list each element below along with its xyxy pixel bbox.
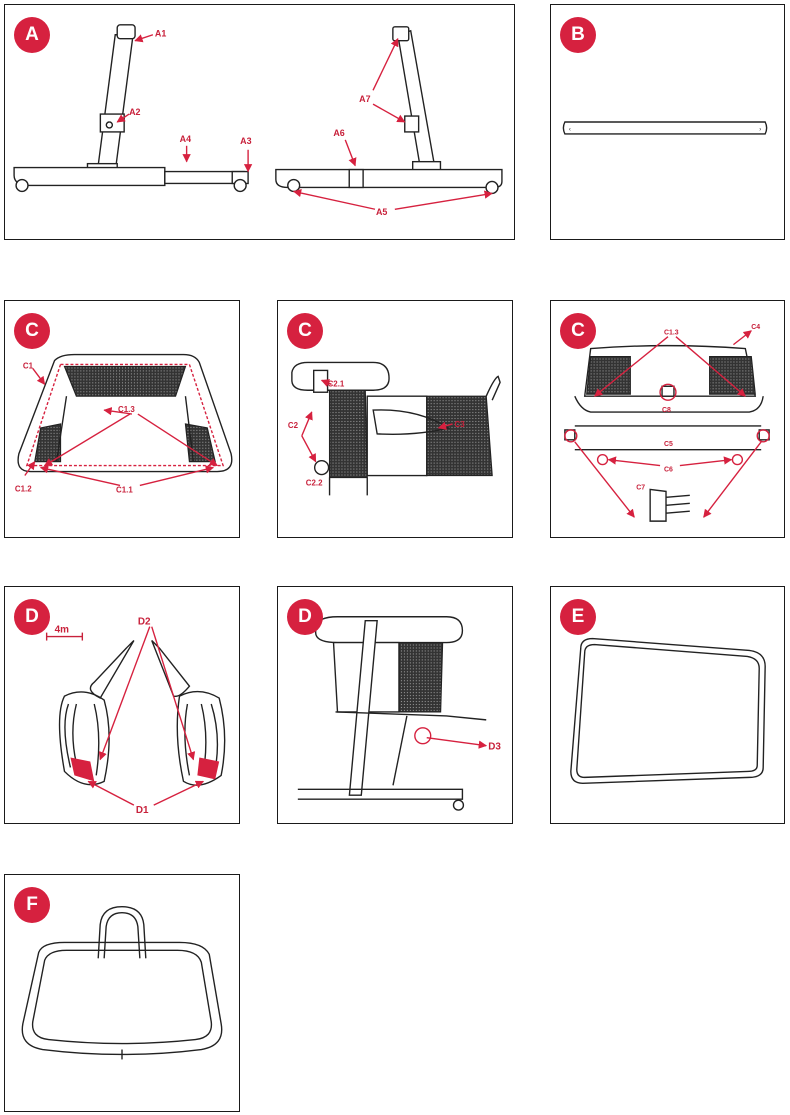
panel-c-top: C1.3 C4 C5 C6 C7 C8 C	[550, 300, 785, 538]
label-a6: A6	[333, 128, 344, 138]
badge-e: E	[560, 599, 596, 635]
panel-f: F	[4, 874, 240, 1112]
label-a5: A5	[376, 207, 387, 217]
badge-d-straps: D	[14, 599, 50, 635]
panel-d-attach-drawing: D3	[297, 616, 501, 811]
svg-text:›: ›	[759, 127, 761, 133]
panel-c-frame-drawing: C1 C1.1 C1.2 C1.3	[15, 353, 233, 494]
label-c2-1: C2.1	[328, 379, 345, 388]
badge-d-attach: D	[287, 599, 323, 635]
label-c1-3-top: C1.3	[664, 330, 679, 337]
label-c1: C1	[23, 361, 34, 370]
label-a4: A4	[180, 134, 191, 144]
label-c3: C3	[454, 420, 465, 429]
panel-c-frame: C1 C1.1 C1.2 C1.3 C	[4, 300, 240, 538]
panel-c-side: C2.1 C2 C2.2 C3 C	[277, 300, 513, 538]
label-a7: A7	[359, 94, 370, 104]
panel-e-drawing	[570, 637, 766, 785]
badge-b: B	[560, 17, 596, 53]
panel-d-straps: 4m D2 D1 D	[4, 586, 240, 824]
label-c5: C5	[664, 441, 673, 448]
label-a2: A2	[129, 107, 140, 117]
label-a3: A3	[240, 136, 251, 146]
badge-c-side: C	[287, 313, 323, 349]
label-scale: 4m	[55, 625, 70, 636]
svg-text:‹: ‹	[569, 127, 571, 133]
label-c1-3: C1.3	[118, 405, 135, 414]
panel-f-drawing	[21, 906, 223, 1060]
panel-a-drawing: A1 A2 A3 A4 A5 A6 A7	[13, 24, 503, 217]
label-c2: C2	[288, 421, 299, 430]
label-c4: C4	[751, 324, 760, 331]
label-d1: D1	[136, 805, 149, 816]
label-c2-2: C2.2	[306, 478, 323, 487]
panel-b-drawing: ‹ ›	[562, 121, 768, 135]
label-c1-2: C1.2	[15, 484, 32, 493]
badge-c-top: C	[560, 313, 596, 349]
panel-d-straps-drawing: 4m D2 D1	[45, 617, 226, 816]
label-d3: D3	[488, 742, 501, 753]
label-c7: C7	[636, 484, 645, 491]
label-c6: C6	[664, 467, 673, 474]
label-d2: D2	[138, 617, 151, 628]
badge-a: A	[14, 17, 50, 53]
panel-a: A1 A2 A3 A4 A5 A6 A7 A	[4, 4, 515, 240]
panel-c-top-drawing: C1.3 C4 C5 C6 C7 C8	[564, 324, 770, 522]
panel-b: ‹ › B	[550, 4, 785, 240]
badge-f: F	[14, 887, 50, 923]
label-c1-1: C1.1	[116, 485, 133, 494]
label-a1: A1	[155, 29, 166, 39]
panel-e: E	[550, 586, 785, 824]
badge-c-frame: C	[14, 313, 50, 349]
label-c8: C8	[662, 407, 671, 414]
panel-c-side-drawing: C2.1 C2 C2.2 C3	[288, 361, 501, 496]
panel-d-attach: D3 D	[277, 586, 513, 824]
